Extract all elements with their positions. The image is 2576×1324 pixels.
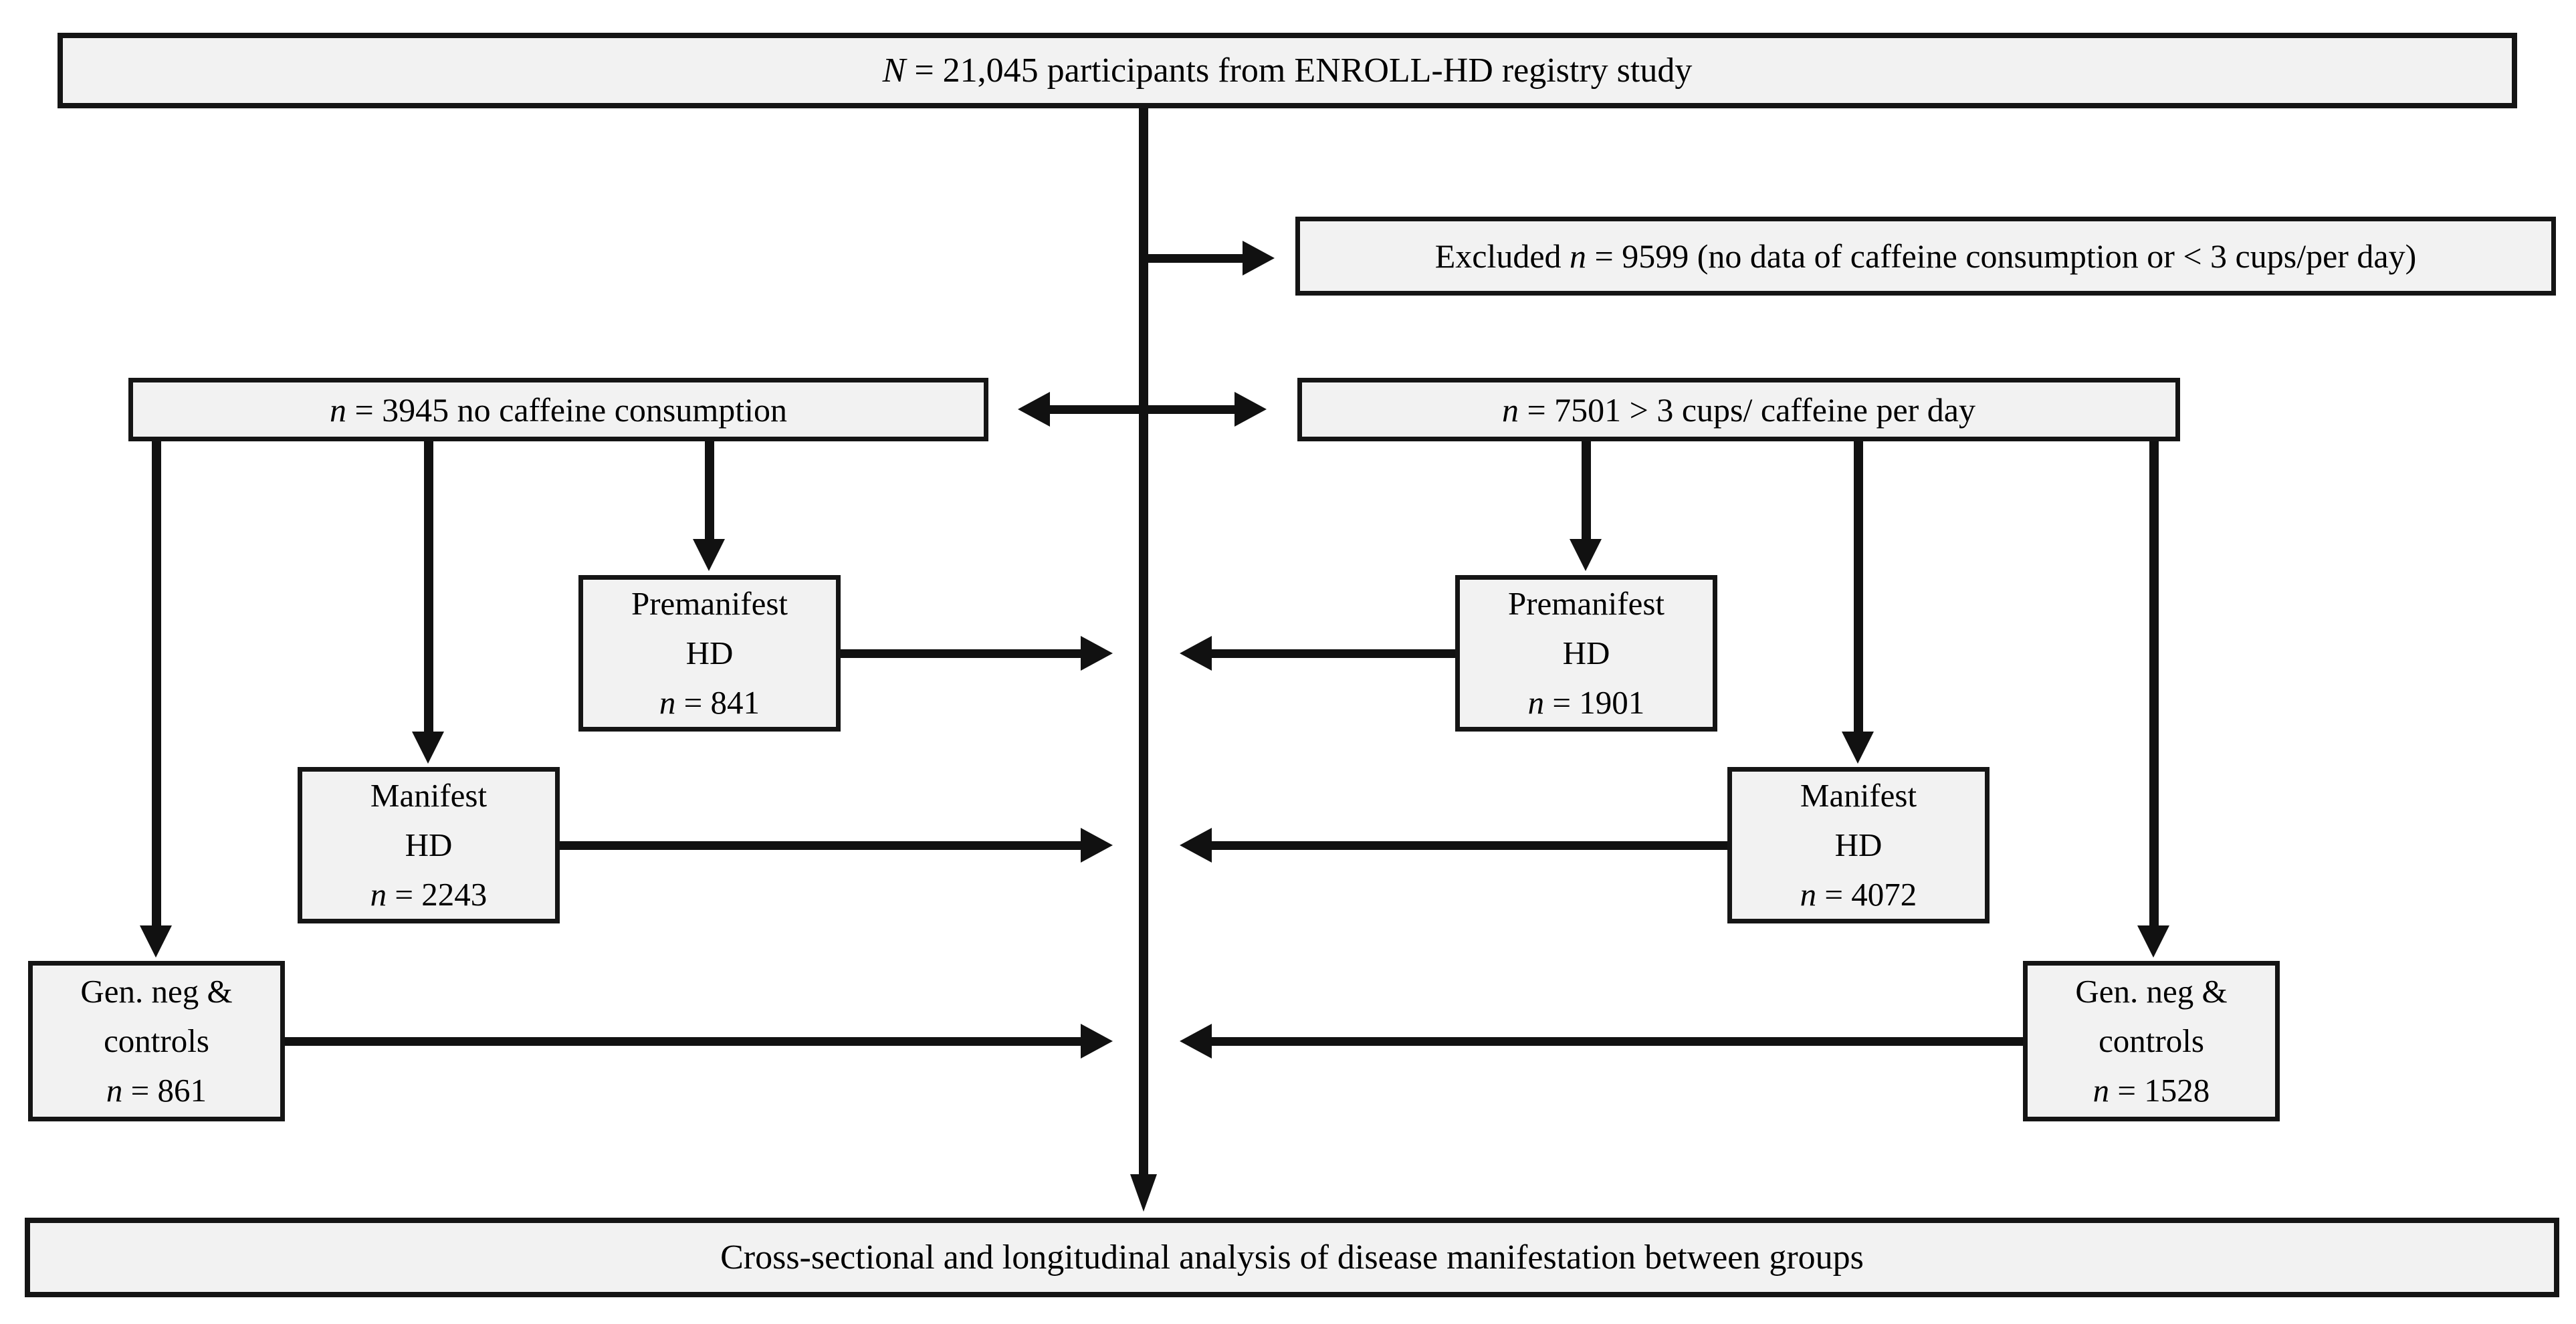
group-exchange-arrowhead-left <box>1018 392 1050 427</box>
excluded-box: Excluded n = 9599 (no data of caffeine c… <box>1295 217 2556 296</box>
no-caffeine-to-premanifest-arrowhead <box>693 539 725 571</box>
group-exchange-arrowhead-right <box>1235 392 1267 427</box>
excluded-text: Excluded n = 9599 (no data of caffeine c… <box>1434 237 2417 275</box>
high-caffeine-to-manifest-arrowhead <box>1842 732 1874 764</box>
center-flow-arrowhead <box>1130 1174 1157 1212</box>
high-caffeine-to-genneg-arrowhead <box>2137 925 2169 958</box>
premanifest-right-to-center-line <box>1210 649 1457 658</box>
premanifest-left-to-center-arrowhead <box>1081 636 1113 671</box>
high-caffeine-group-box: n = 7501 > 3 cups/ caffeine per day <box>1297 378 2180 441</box>
genneg-right-to-center-arrowhead <box>1180 1024 1212 1059</box>
high-caffeine-to-premanifest-line <box>1582 439 1591 540</box>
high-caffeine-to-genneg-line <box>2149 439 2159 927</box>
total-participants-text: N = 21,045 participants from ENROLL-HD r… <box>882 51 1693 90</box>
high-caffeine-to-manifest-line <box>1854 439 1863 733</box>
analysis-box: Cross-sectional and longitudinal analysi… <box>25 1218 2559 1297</box>
excluded-arrow-line <box>1144 254 1245 263</box>
high-caffeine-to-premanifest-arrowhead <box>1570 539 1602 571</box>
excluded-arrowhead <box>1243 241 1275 275</box>
center-flow-line <box>1139 106 1148 1177</box>
manifest-left-to-center-arrowhead <box>1081 828 1113 863</box>
no-caffeine-to-manifest-arrowhead <box>412 732 444 764</box>
genneg-left-to-center-line <box>284 1037 1082 1046</box>
genneg-right-to-center-line <box>1210 1037 2024 1046</box>
no-caffeine-to-genneg-arrowhead <box>140 925 172 958</box>
manifest-left-to-center-line <box>558 841 1082 850</box>
genneg-left-to-center-arrowhead <box>1081 1024 1113 1059</box>
premanifest-left-to-center-line <box>839 649 1082 658</box>
analysis-text: Cross-sectional and longitudinal analysi… <box>720 1238 1864 1277</box>
no-caffeine-to-premanifest-line <box>705 439 714 540</box>
group-exchange-arrow-line <box>1050 405 1235 414</box>
manifest-right-to-center-line <box>1210 841 1729 850</box>
no-caffeine-group-box: n = 3945 no caffeine consumption <box>128 378 988 441</box>
no-caffeine-to-manifest-line <box>424 439 433 733</box>
manifest-right-to-center-arrowhead <box>1180 828 1212 863</box>
no-caffeine-group-text: n = 3945 no caffeine consumption <box>329 391 788 429</box>
premanifest-right-to-center-arrowhead <box>1180 636 1212 671</box>
high-caffeine-group-text: n = 7501 > 3 cups/ caffeine per day <box>1501 391 1976 429</box>
total-participants-box: N = 21,045 participants from ENROLL-HD r… <box>58 33 2517 108</box>
no-caffeine-to-genneg-line <box>152 439 161 927</box>
